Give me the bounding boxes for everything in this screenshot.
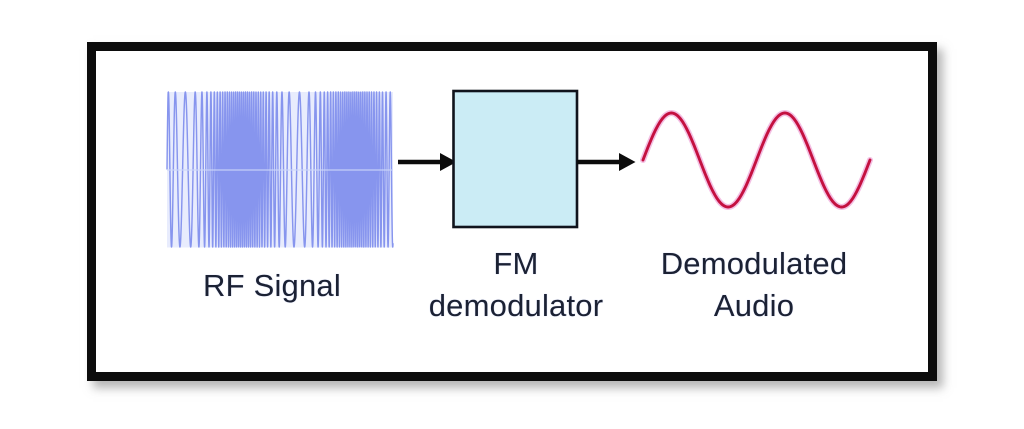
- rf-waveform-group: [166, 91, 394, 248]
- rf-signal-label: RF Signal: [203, 268, 341, 303]
- audio-waveform: [641, 111, 872, 209]
- output-arrow: [577, 153, 636, 171]
- fm-demodulator-box: [452, 89, 579, 229]
- input-arrow: [398, 153, 457, 171]
- output-arrow-head: [619, 153, 636, 171]
- input-arrow-head: [440, 153, 457, 171]
- fm-demodulator-label: FM demodulator: [428, 246, 604, 323]
- demodulated-audio-label: Demodulated Audio: [660, 246, 848, 323]
- audio-waveform-group: [640, 109, 873, 211]
